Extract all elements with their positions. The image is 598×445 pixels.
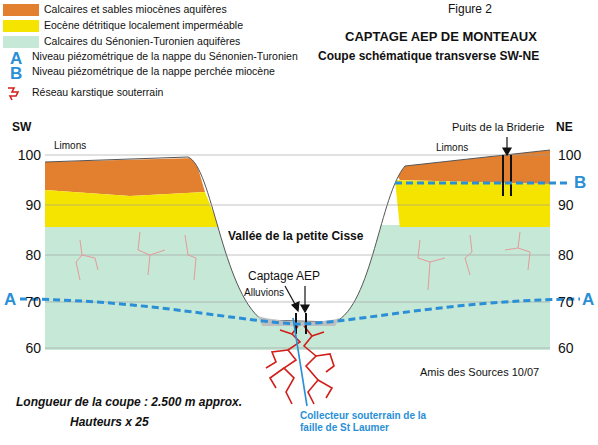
drawing-part: [284, 326, 300, 404]
alluvium-label: Alluvions: [244, 287, 284, 299]
axis-number: 60: [25, 340, 41, 356]
direction-label: SW: [12, 121, 31, 135]
drawing-part: [45, 155, 550, 156]
drawing-part: [285, 286, 296, 306]
axis-number: 80: [25, 247, 41, 263]
piezometric-level-b: [395, 182, 568, 185]
well-label: Puits de la Briderie: [452, 121, 544, 134]
drawing-part: [45, 158, 205, 196]
drawing-part: [76, 240, 98, 280]
drawing-part: [505, 232, 530, 270]
drawing-part: [510, 155, 512, 196]
drawing-part: [185, 235, 196, 280]
drawing-part: [418, 240, 445, 290]
piezometric-level-a: [20, 299, 580, 324]
credit: Amis des Sources 10/07: [420, 366, 539, 379]
legend-swatch: [3, 36, 39, 48]
karst-legend-symbol: [8, 88, 18, 100]
axis-number: 90: [558, 197, 574, 213]
drawing-part: [45, 255, 550, 256]
drawing-part: [45, 157, 188, 162]
diagram-title: CAPTAGE AEP DE MONTEAUX: [345, 30, 537, 45]
drawing-part: [502, 155, 504, 196]
drawing-part: [280, 330, 324, 336]
axis-number: 90: [25, 197, 41, 213]
layer-label: Limons: [436, 142, 468, 154]
drawing-part: [138, 232, 165, 275]
figure-number: Figure 2: [448, 3, 492, 17]
axis-number: 100: [18, 147, 41, 163]
axis-number: 100: [558, 147, 581, 163]
drawing-part: [45, 205, 550, 206]
collector-label: Collecteur souterrain de la faille de St…: [300, 410, 430, 433]
legend-swatch: [3, 4, 39, 16]
level-letter: A: [582, 290, 594, 310]
subtitle: Coupe schématique transverse SW-NE: [318, 50, 539, 64]
level-letter: B: [574, 173, 586, 193]
drawing-part: [405, 150, 550, 166]
drawing-part: [188, 157, 405, 322]
drawing-part: [301, 305, 309, 312]
section-length: Longueur de la coupe : 2.500 m approx.: [16, 396, 242, 410]
drawing-part: [304, 286, 305, 306]
legend-text: Calcaires du Sénonien-Turonien aquifères: [44, 35, 240, 47]
axis-number: 60: [558, 340, 574, 356]
layer-label: Limons: [54, 140, 86, 152]
legend-swatch: [3, 20, 39, 32]
height-scale: Hauteurs x 25: [70, 416, 149, 430]
legend-text: Calcaires et sables miocènes aquifères: [44, 3, 227, 15]
legend-letter: B: [10, 64, 22, 84]
legend-text: Réseau karstique souterrain: [32, 86, 163, 98]
drawing-part: [45, 190, 220, 229]
drawing-part: [292, 302, 299, 311]
legend-text: Niveau piézométrique de la nappe du Séno…: [32, 50, 298, 62]
valley-label: Vallée de la petite Cisse: [228, 230, 363, 244]
drawing-part: [395, 180, 550, 229]
drawing-part: [465, 235, 472, 275]
axis-number: 70: [558, 294, 574, 310]
drawing-part: [304, 326, 318, 404]
drawing-part: [30, 0, 570, 322]
level-letter: A: [4, 290, 16, 310]
strata: [30, 0, 570, 350]
collector-line: [293, 318, 307, 406]
legend-text: Eocène détritique localement imperméable: [44, 19, 243, 31]
legend-text: Niveau piézométrique de la nappe perchée…: [32, 65, 275, 77]
leader-arrows: [285, 137, 511, 312]
capture-label: Captage AEP: [248, 270, 320, 284]
axis-number: 80: [558, 247, 574, 263]
direction-label: NE: [556, 121, 573, 135]
drawing-part: [503, 148, 511, 155]
axis-number: 70: [25, 294, 41, 310]
